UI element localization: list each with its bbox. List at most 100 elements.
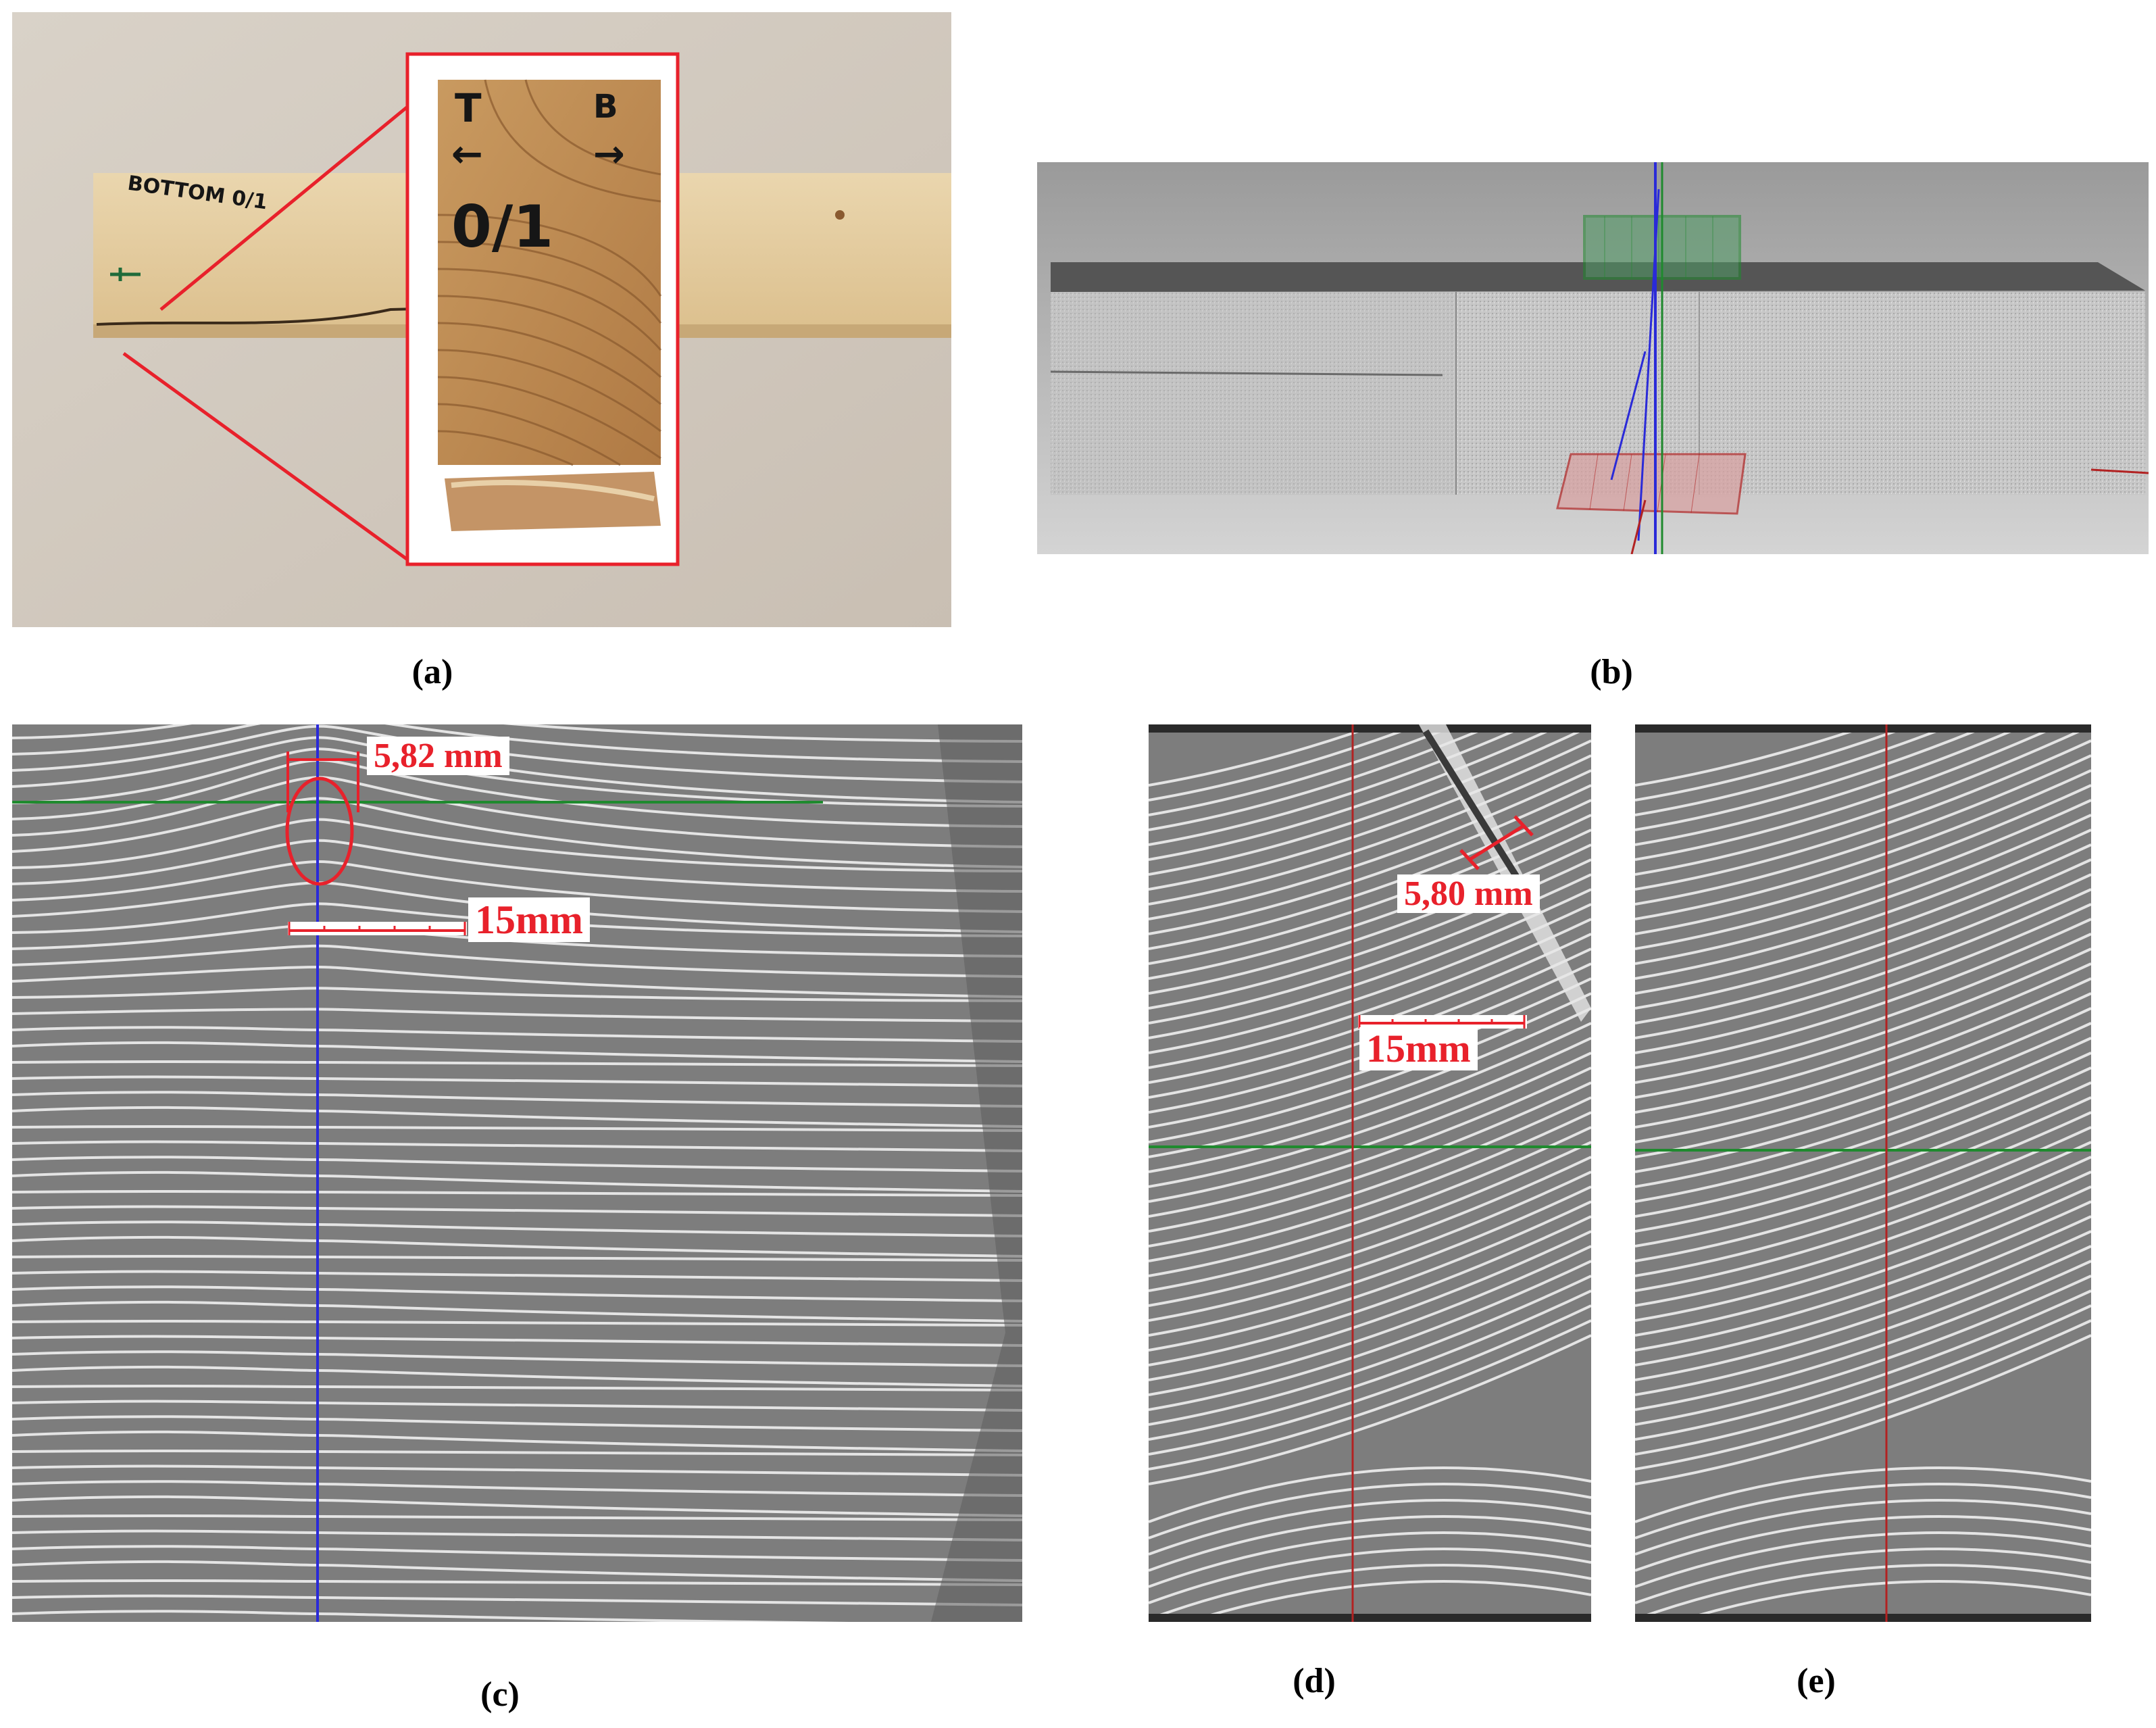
growth-ring-line — [1149, 1260, 1591, 1411]
growth-ring-line — [12, 1430, 1022, 1452]
growth-ring-line — [1149, 1022, 1591, 1173]
growth-ring-line — [1635, 724, 1958, 816]
growth-ring-line — [1635, 1483, 2091, 1539]
growth-ring-line — [1635, 1022, 2091, 1173]
growth-ring-line — [1149, 1245, 1591, 1396]
growth-ring-line — [1149, 1200, 1591, 1352]
growth-ring-line — [1635, 1007, 2091, 1158]
growth-ring-line — [12, 1254, 1022, 1262]
growth-ring-line — [1635, 888, 2091, 1039]
growth-ring-line — [12, 1156, 1022, 1172]
growth-ring-line — [1149, 829, 1591, 980]
growth-ring-line — [1635, 1304, 2091, 1456]
growth-ring-line — [1635, 1515, 2091, 1572]
growth-ring-line — [1149, 1141, 1591, 1292]
growth-ring-line — [1635, 1245, 2091, 1396]
growth-ring-line — [1635, 814, 2091, 965]
growth-ring-line — [12, 1205, 1022, 1217]
growth-ring-line — [1635, 784, 2091, 935]
ct-slice-panel-d: 5,80 mm 15mm — [1149, 724, 1591, 1622]
caption-c: (c) — [480, 1675, 520, 1714]
growth-ring-line — [1635, 933, 2091, 1084]
growth-ring-line — [12, 1125, 1022, 1132]
growth-ring-line — [1635, 739, 2091, 891]
scale-bar-label-d: 15mm — [1359, 1027, 1478, 1070]
growth-ring-line — [1149, 1466, 1591, 1523]
growth-ring-line — [1149, 739, 1591, 891]
growth-ring-line — [1149, 724, 1591, 876]
growth-ring-line — [12, 881, 1022, 933]
growth-ring-line — [12, 1041, 1022, 1063]
growth-ring-line — [12, 776, 1022, 848]
growth-ring-line — [1635, 1548, 2091, 1604]
growth-ring-line — [1635, 724, 2091, 876]
growth-ring-line — [1149, 1289, 1591, 1441]
growth-ring-line — [12, 1300, 1022, 1323]
growth-ring-line — [1635, 843, 2091, 995]
growth-ring-line — [1149, 1531, 1591, 1588]
growth-ring-line — [1635, 947, 2091, 1099]
growth-ring-line — [1635, 829, 2091, 980]
growth-ring-line — [1149, 1170, 1591, 1322]
growth-ring-line — [1635, 1230, 2091, 1381]
growth-ring-line — [1635, 1334, 2091, 1485]
growth-ring-line — [1149, 1185, 1591, 1337]
inset-label-t: T — [455, 85, 482, 131]
growth-ring-line — [12, 1529, 1022, 1541]
growth-ring-line — [1149, 1081, 1591, 1233]
growth-ring-line — [1149, 1548, 1591, 1604]
caption-e: (e) — [1797, 1662, 1836, 1700]
growth-ring-line — [12, 965, 1022, 998]
growth-ring-line — [12, 1235, 1022, 1258]
growth-ring-line — [1635, 1037, 2091, 1188]
inset-id-label: 0/1 — [451, 193, 554, 261]
growth-ring-line — [1149, 754, 1591, 906]
growth-ring-line — [1149, 1319, 1591, 1471]
growth-ring-line — [1635, 977, 2091, 1129]
growth-ring-line — [1635, 873, 2091, 1025]
growth-ring-line — [1149, 724, 1424, 801]
growth-ring-line — [1635, 962, 2091, 1114]
growth-ring-line — [12, 1594, 1022, 1606]
growth-ring-line — [1635, 1215, 2091, 1366]
growth-ring-line — [1149, 1215, 1591, 1366]
growth-ring-line — [1149, 1515, 1591, 1572]
growth-ring-line — [1635, 799, 2091, 950]
growth-ring-line — [1149, 724, 1565, 861]
timber-board-photo — [12, 12, 951, 627]
growth-ring-line — [12, 1285, 1022, 1302]
ct-slice-panel-c: 5,82 mm 15mm — [12, 724, 1022, 1622]
growth-ring-line — [12, 1400, 1022, 1412]
growth-ring-line — [1149, 1096, 1591, 1248]
growth-ring-line — [12, 1060, 1022, 1067]
inset-label-b: B — [593, 88, 618, 126]
growth-ring-line — [1635, 1319, 2091, 1471]
growth-ring-line — [12, 839, 1022, 893]
growth-ring-line — [1635, 1499, 2091, 1556]
growth-ring-line — [1149, 799, 1591, 950]
growth-ring-line — [1635, 1156, 2091, 1307]
growth-ring-line — [1635, 1081, 2091, 1233]
growth-ring-line — [12, 1449, 1022, 1456]
ct-slice-e — [1635, 724, 2091, 1622]
growth-ring-line — [1635, 1126, 2091, 1277]
growth-ring-line — [1149, 1483, 1591, 1539]
knot-measurement-label: 5,82 mm — [367, 737, 509, 776]
growth-ring-line — [12, 1350, 1022, 1367]
caption-a: (a) — [411, 653, 453, 691]
growth-ring-line — [12, 747, 1022, 808]
growth-ring-line — [12, 1026, 1022, 1043]
growth-ring-line — [12, 818, 1022, 872]
growth-ring-line — [1149, 1275, 1591, 1426]
growth-ring-line — [1635, 1066, 2091, 1218]
crack-measurement-label: 5,80 mm — [1397, 874, 1540, 914]
growth-ring-line — [1149, 724, 1498, 831]
growth-ring-line — [12, 1091, 1022, 1108]
left-arrow-icon: ← — [451, 132, 483, 176]
growth-ring-line — [1635, 1275, 2091, 1426]
growth-ring-line — [1635, 903, 2091, 1054]
growth-ring-line — [12, 1335, 1022, 1347]
ct-slice-d — [1149, 724, 1591, 1622]
growth-ring-line — [1635, 992, 2091, 1143]
growth-ring-line — [1635, 1111, 2091, 1262]
